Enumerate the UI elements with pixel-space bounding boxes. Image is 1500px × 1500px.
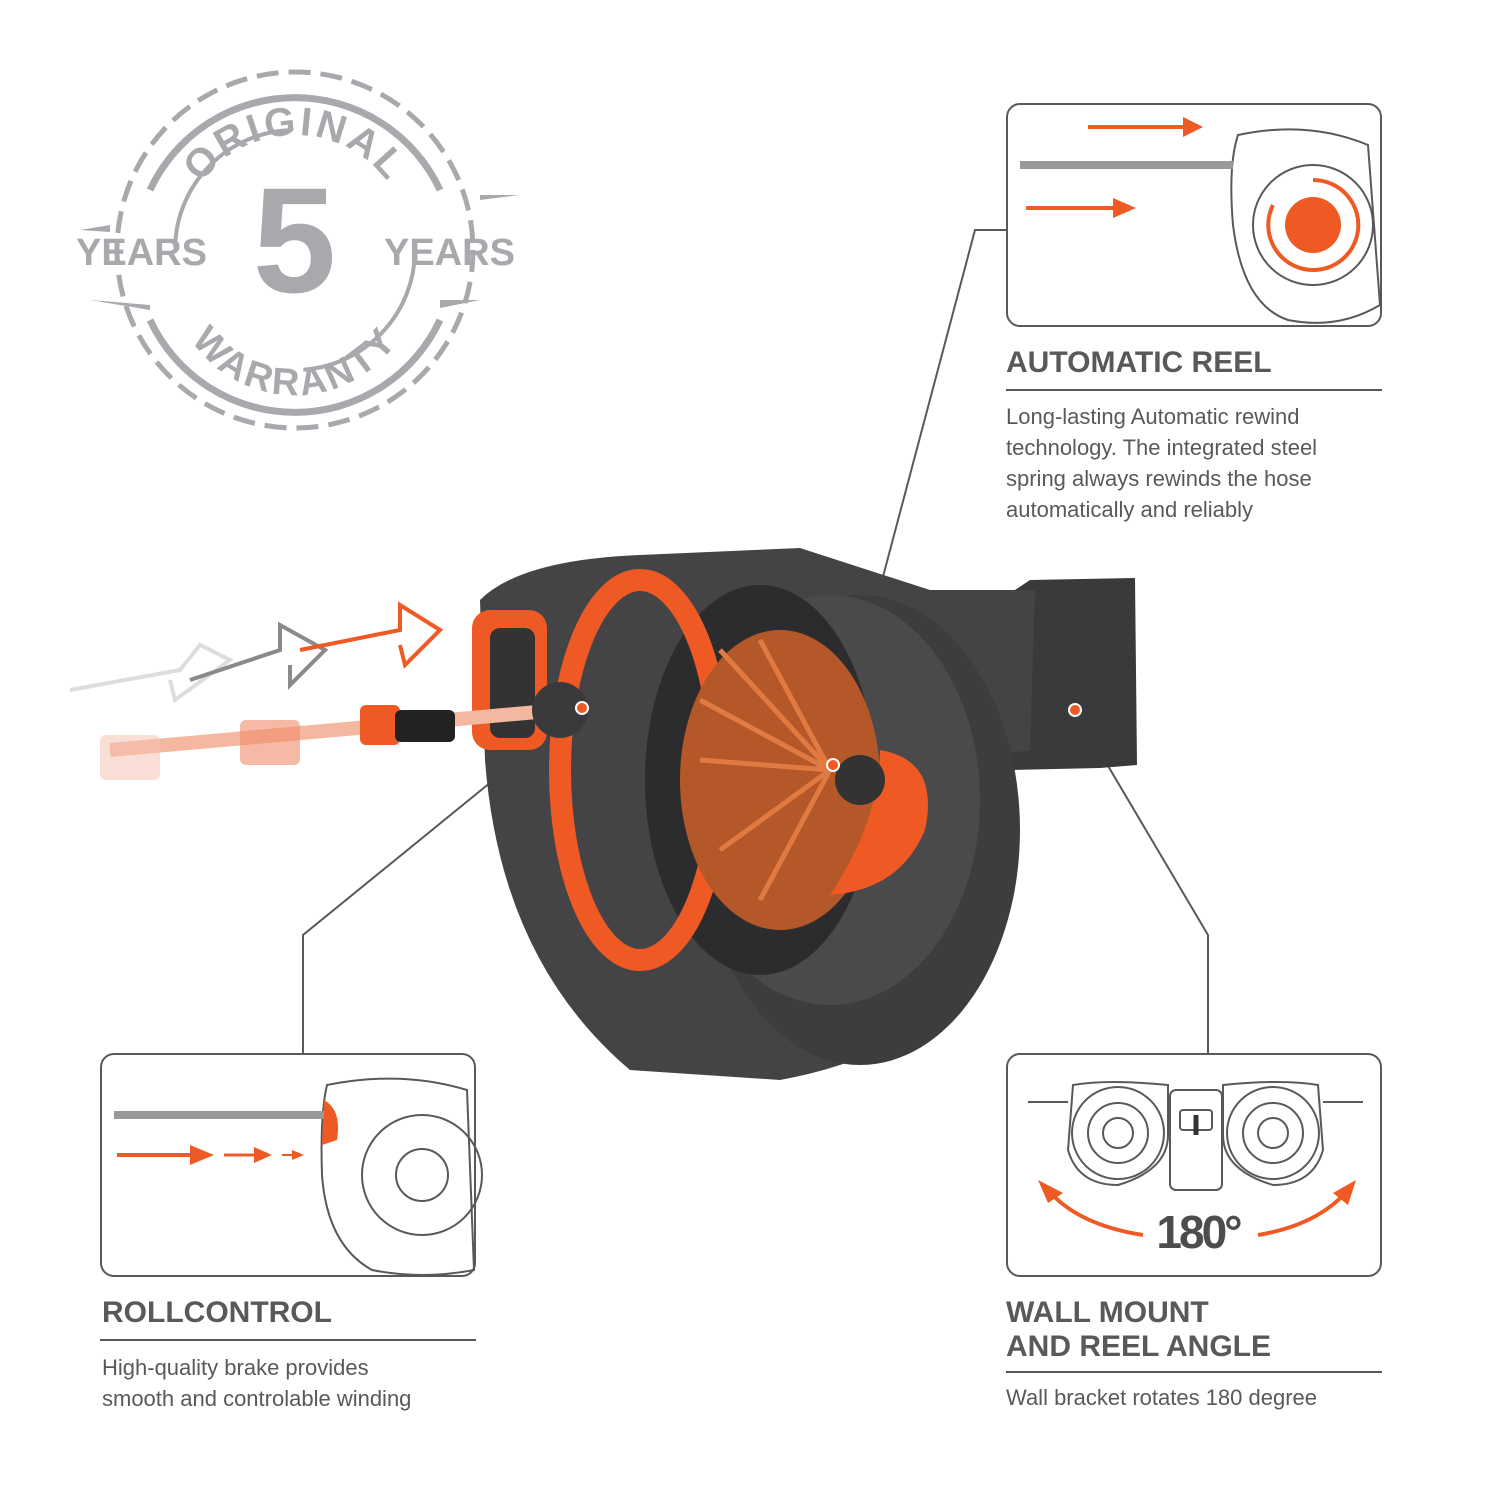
automatic-reel-description: Long-lasting Automatic rewind technology… xyxy=(1006,401,1317,525)
rewind-arrow-icon xyxy=(1020,117,1382,324)
title-line: AND REEL ANGLE xyxy=(1006,1330,1272,1363)
description-line: smooth and controlable winding xyxy=(102,1386,412,1411)
brake-arrows-icon xyxy=(114,1077,483,1276)
wall-mount-description: Wall bracket rotates 180 degree xyxy=(1006,1382,1317,1413)
warranty-years-right: YEARS xyxy=(384,232,515,274)
divider xyxy=(1006,389,1382,391)
wall-mount-title: WALL MOUNT AND REEL ANGLE xyxy=(1006,1293,1271,1367)
description-line: automatically and reliably xyxy=(1006,497,1254,522)
description-line: High-quality brake provides xyxy=(102,1355,369,1380)
divider xyxy=(1006,1371,1382,1373)
automatic-reel-title: AUTOMATIC REEL xyxy=(1006,346,1272,379)
rollcontrol-title: ROLLCONTROL xyxy=(102,1296,332,1329)
rollcontrol-description: High-quality brake provides smooth and c… xyxy=(102,1352,411,1414)
automatic-reel-diagram xyxy=(1006,103,1382,327)
warranty-number: 5 xyxy=(252,156,337,324)
warranty-years-left: YEARS xyxy=(76,232,207,274)
gear-icon: ORIGINAL WARRANTY xyxy=(80,69,520,431)
title-line: WALL MOUNT xyxy=(1006,1296,1209,1329)
description-line: technology. The integrated steel xyxy=(1006,435,1318,460)
wall-mount-diagram: 180° xyxy=(1006,1053,1382,1277)
divider xyxy=(100,1339,476,1341)
description-line: Wall bracket rotates 180 degree xyxy=(1006,1385,1318,1410)
motion-arrows-icon xyxy=(69,601,444,704)
rotation-arrows-icon xyxy=(1028,1081,1363,1237)
description-line: spring always rewinds the hose xyxy=(1006,466,1312,491)
description-line: Long-lasting Automatic rewind xyxy=(1006,404,1300,429)
rollcontrol-diagram xyxy=(100,1053,483,1277)
angle-label: 180° xyxy=(1156,1206,1242,1258)
